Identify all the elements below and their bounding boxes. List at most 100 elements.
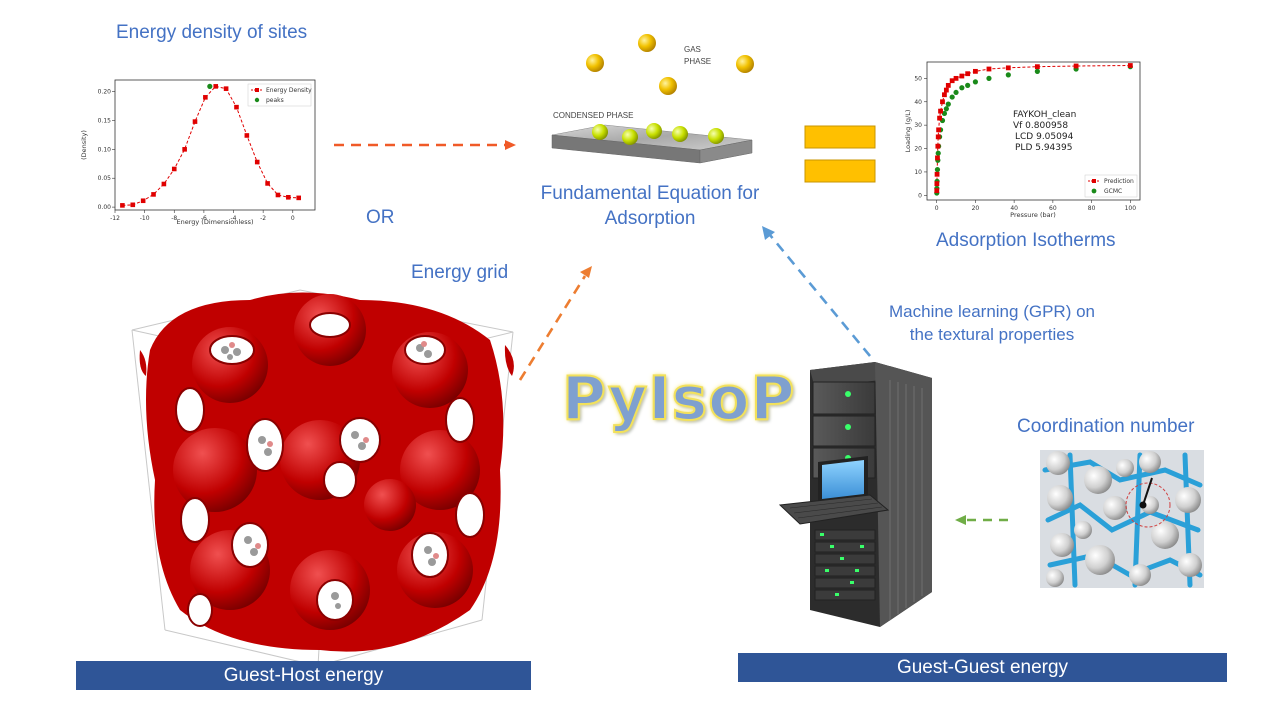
x-tick-label: -10 bbox=[140, 215, 150, 222]
energy-density-point bbox=[213, 84, 219, 89]
chart2-legend: Prediction GCMC bbox=[1084, 174, 1138, 198]
x-tick-label: -4 bbox=[231, 215, 237, 222]
chart2-legend-gcmc: GCMC bbox=[1104, 188, 1122, 195]
or-label: OR bbox=[366, 207, 395, 228]
gas-phase-label-1: GAS bbox=[684, 45, 701, 54]
x-tick-label: -6 bbox=[201, 215, 207, 222]
prediction-point bbox=[935, 155, 940, 161]
prediction-point bbox=[943, 87, 949, 93]
ml-label-line2: the textural properties bbox=[909, 325, 1075, 344]
prediction-point bbox=[945, 82, 951, 88]
guest-guest-energy-bar: Guest-Guest energy bbox=[738, 653, 1227, 682]
prediction-point bbox=[934, 188, 940, 194]
gcmc-point bbox=[943, 106, 949, 112]
gcmc-point bbox=[949, 94, 955, 100]
energy-density-point bbox=[182, 147, 187, 152]
x-tick-label: -2 bbox=[260, 215, 266, 222]
annotation-pld: PLD 5.94395 bbox=[1015, 143, 1072, 153]
gcmc-point bbox=[941, 110, 948, 117]
prediction-point bbox=[1034, 64, 1040, 70]
energy-density-point bbox=[203, 95, 208, 100]
prediction-point bbox=[1127, 63, 1133, 68]
adsorption-slab-illustration: GAS PHASE CONDENSED PHASE bbox=[551, 34, 754, 164]
fundamental-equation-line2: Adsorption bbox=[604, 208, 696, 229]
chart1-ylabel: (Density) bbox=[80, 130, 88, 160]
peak-point bbox=[207, 83, 213, 89]
energy-density-point bbox=[151, 192, 156, 197]
prediction-point bbox=[1005, 65, 1011, 71]
energy-density-point bbox=[130, 202, 136, 208]
energy-density-point bbox=[254, 159, 260, 165]
prediction-point bbox=[936, 127, 942, 133]
gcmc-point bbox=[1034, 68, 1040, 74]
fundamental-equation-line1: Fundamental Equation for bbox=[540, 183, 760, 204]
gcmc-point bbox=[959, 85, 965, 91]
x-tick-label: 0 bbox=[935, 205, 939, 212]
x-tick-label: 80 bbox=[1088, 205, 1096, 212]
energy-density-point bbox=[140, 198, 146, 204]
adsorbed-molecule bbox=[708, 128, 724, 144]
energy-density-point bbox=[286, 194, 291, 200]
coordination-number-title: Coordination number bbox=[1017, 416, 1195, 437]
equals-sign bbox=[804, 125, 876, 183]
gas-molecule bbox=[638, 34, 656, 52]
gas-molecule bbox=[586, 54, 604, 72]
gas-molecule bbox=[659, 77, 677, 95]
gcmc-point bbox=[935, 150, 941, 156]
energy-density-point bbox=[275, 192, 281, 198]
guest-host-energy-bar: Guest-Host energy bbox=[76, 661, 531, 690]
gas-phase-label-2: PHASE bbox=[684, 57, 711, 66]
x-tick-label: 40 bbox=[1010, 205, 1018, 212]
prediction-point bbox=[973, 68, 978, 74]
chart2-ylabel: Loading (g/L) bbox=[904, 110, 912, 153]
prediction-point bbox=[986, 66, 992, 72]
y-tick-label: 0.00 bbox=[98, 204, 112, 211]
arrow-grid-to-equation bbox=[518, 266, 592, 381]
gcmc-point bbox=[934, 166, 941, 173]
y-tick-label: 20 bbox=[914, 146, 922, 153]
x-tick-label: 20 bbox=[972, 205, 980, 212]
adsorbed-molecule bbox=[592, 124, 608, 140]
prediction-point bbox=[934, 171, 940, 177]
prediction-point bbox=[965, 71, 971, 77]
gas-molecule bbox=[736, 55, 754, 73]
prediction-point bbox=[935, 143, 941, 149]
energy-density-point bbox=[296, 195, 302, 201]
y-tick-label: 30 bbox=[914, 122, 922, 129]
energy-density-point bbox=[234, 104, 239, 110]
prediction-point bbox=[934, 181, 940, 187]
y-tick-label: 0.05 bbox=[98, 175, 112, 182]
y-tick-label: 10 bbox=[914, 169, 922, 176]
ml-label-line1: Machine learning (GPR) on bbox=[889, 302, 1095, 321]
prediction-point bbox=[959, 73, 965, 79]
y-tick-label: 0.15 bbox=[98, 117, 112, 124]
y-tick-label: 0 bbox=[918, 192, 922, 199]
chart2-legend-prediction: Prediction bbox=[1104, 178, 1134, 185]
gcmc-point bbox=[953, 89, 959, 96]
gcmc-point bbox=[972, 79, 979, 85]
chart1-legend-energy-density: Energy Density bbox=[266, 87, 312, 94]
annotation-lcd: LCD 9.05094 bbox=[1015, 132, 1074, 142]
energy-density-point bbox=[171, 166, 177, 172]
prediction-point bbox=[949, 78, 955, 84]
gcmc-point bbox=[986, 75, 992, 81]
x-tick-label: -8 bbox=[171, 215, 177, 222]
energy-density-point bbox=[120, 203, 125, 208]
energy-density-point bbox=[161, 181, 167, 187]
energy-grid-title: Energy grid bbox=[411, 262, 509, 283]
energy-density-point bbox=[244, 133, 250, 138]
x-tick-label: 60 bbox=[1049, 205, 1057, 212]
condensed-phase-label: CONDENSED PHASE bbox=[553, 111, 633, 120]
y-tick-label: 0.20 bbox=[98, 89, 112, 96]
adsorbed-molecule bbox=[646, 123, 662, 139]
gcmc-point bbox=[1005, 72, 1011, 78]
gcmc-point bbox=[965, 82, 971, 88]
prediction-point bbox=[935, 134, 941, 140]
annotation-vf: Vf 0.800958 bbox=[1013, 121, 1068, 131]
server-screen bbox=[822, 460, 864, 499]
chart2-xlabel: Pressure (bar) bbox=[1010, 211, 1056, 219]
arrow-coordination-to-server bbox=[955, 515, 1008, 525]
